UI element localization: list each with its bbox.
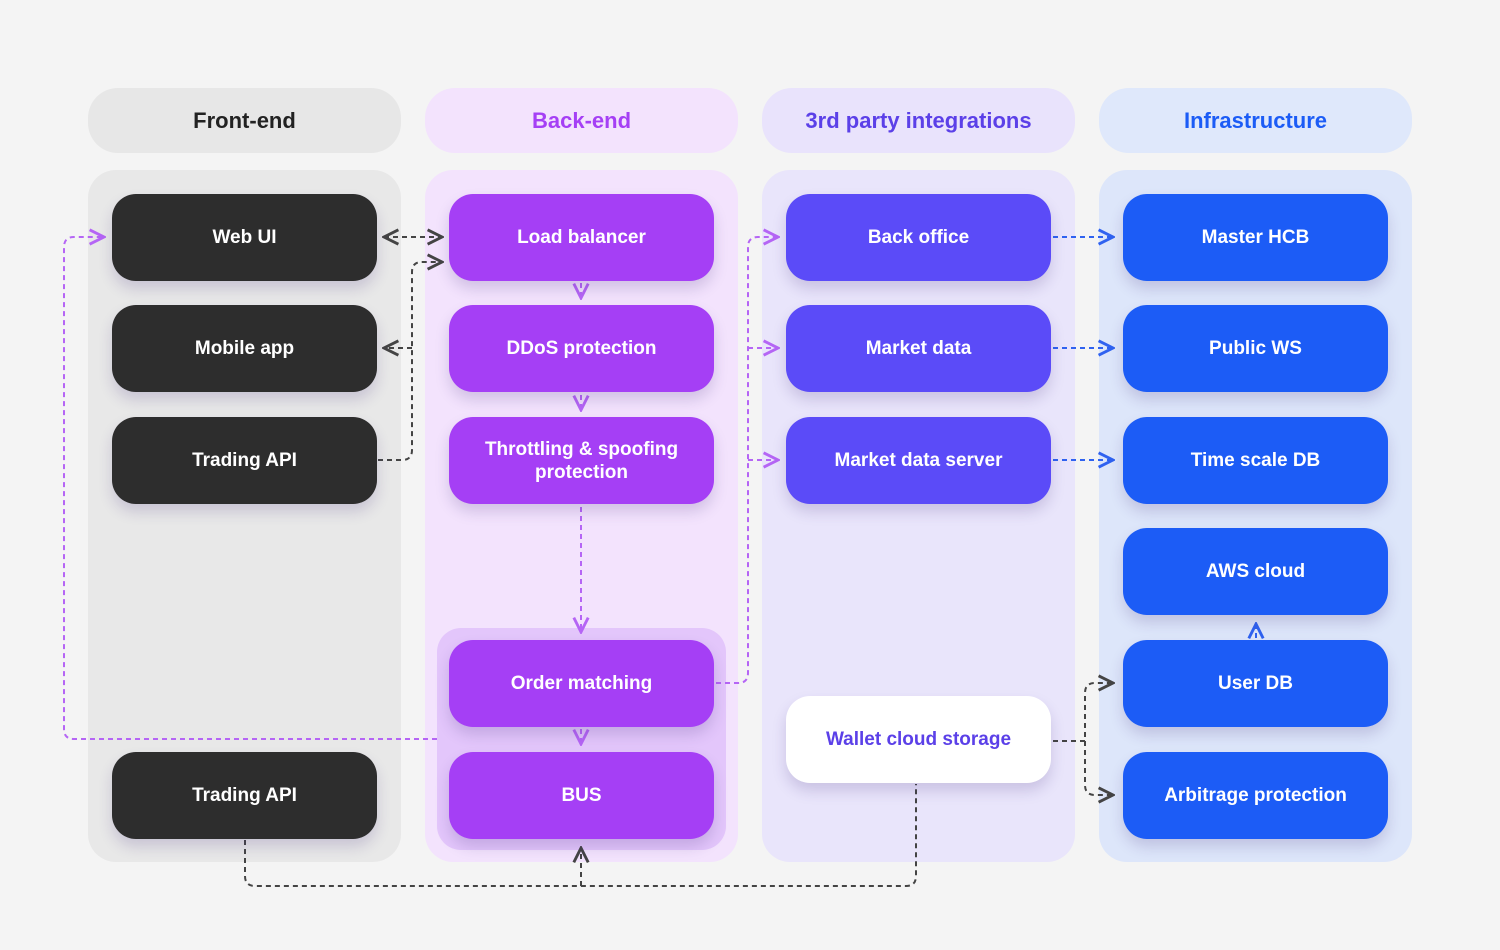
header-backend: Back-end [425, 88, 738, 153]
node-arbitrage-protection: Arbitrage protection [1123, 752, 1388, 839]
node-bus: BUS [449, 752, 714, 839]
edge-wallet-arbitrage [1084, 741, 1113, 795]
edge-wallet-userdb [1053, 683, 1113, 742]
node-market-data: Market data [786, 305, 1051, 392]
node-public-ws: Public WS [1123, 305, 1388, 392]
header-frontend: Front-end [88, 88, 401, 153]
node-mobile-app: Mobile app [112, 305, 377, 392]
node-back-office: Back office [786, 194, 1051, 281]
node-time-scale-db: Time scale DB [1123, 417, 1388, 504]
column-infrastructure [1099, 170, 1412, 862]
header-infrastructure: Infrastructure [1099, 88, 1412, 153]
node-ddos-protection: DDoS protection [449, 305, 714, 392]
node-throttling-spoofing: Throttling & spoofing protection [449, 417, 714, 504]
node-order-matching: Order matching [449, 640, 714, 727]
edge-tradingapi-loadbalancer [378, 262, 442, 461]
edge-backend-webui [63, 237, 437, 740]
node-web-ui: Web UI [112, 194, 377, 281]
node-wallet-cloud-storage: Wallet cloud storage [786, 696, 1051, 783]
node-trading-api-bottom: Trading API [112, 752, 377, 839]
node-user-db: User DB [1123, 640, 1388, 727]
node-load-balancer: Load balancer [449, 194, 714, 281]
node-aws-cloud: AWS cloud [1123, 528, 1388, 615]
column-frontend [88, 170, 401, 862]
node-market-data-server: Market data server [786, 417, 1051, 504]
node-trading-api: Trading API [112, 417, 377, 504]
node-master-hcb: Master HCB [1123, 194, 1388, 281]
edge-tradingapi-wallet-bus [244, 784, 917, 887]
header-third-party: 3rd party integrations [762, 88, 1075, 153]
